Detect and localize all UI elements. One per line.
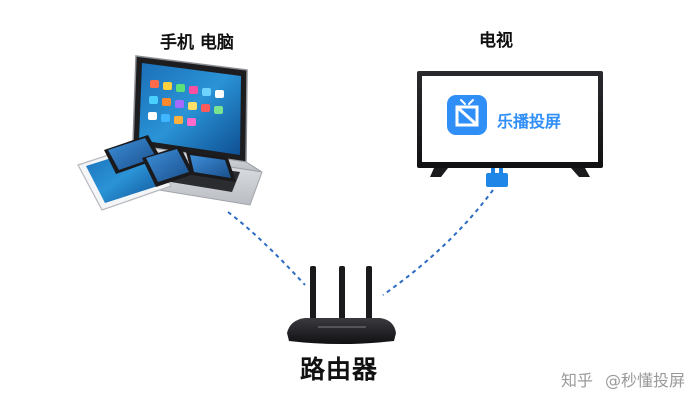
router-antenna-middle xyxy=(339,266,345,326)
router-illustration xyxy=(287,266,396,344)
watermark-author: @秒懂投屏 xyxy=(604,371,685,390)
devices-label: 手机 电脑 xyxy=(160,33,234,53)
devices-illustration xyxy=(77,55,263,211)
router-antenna-right xyxy=(366,266,372,324)
wifi-link-tv xyxy=(382,189,494,296)
router-antenna-left xyxy=(310,266,316,328)
phone-middle xyxy=(142,146,194,187)
router-body xyxy=(287,318,396,344)
watermark: 知乎 @秒懂投屏 xyxy=(561,367,685,391)
tv-illustration xyxy=(417,71,603,187)
tv-app-name: 乐播投屏 xyxy=(497,112,562,131)
tv-label: 电视 xyxy=(479,31,513,51)
watermark-platform: 知乎 xyxy=(560,371,593,390)
phone-right xyxy=(186,152,236,182)
wifi-link-devices xyxy=(227,211,306,286)
tv-dongle xyxy=(486,168,508,187)
lebo-app-icon xyxy=(447,95,487,135)
phone-left xyxy=(104,135,161,174)
router-label: 路由器 xyxy=(300,355,379,384)
laptop-app-icons xyxy=(148,80,224,126)
